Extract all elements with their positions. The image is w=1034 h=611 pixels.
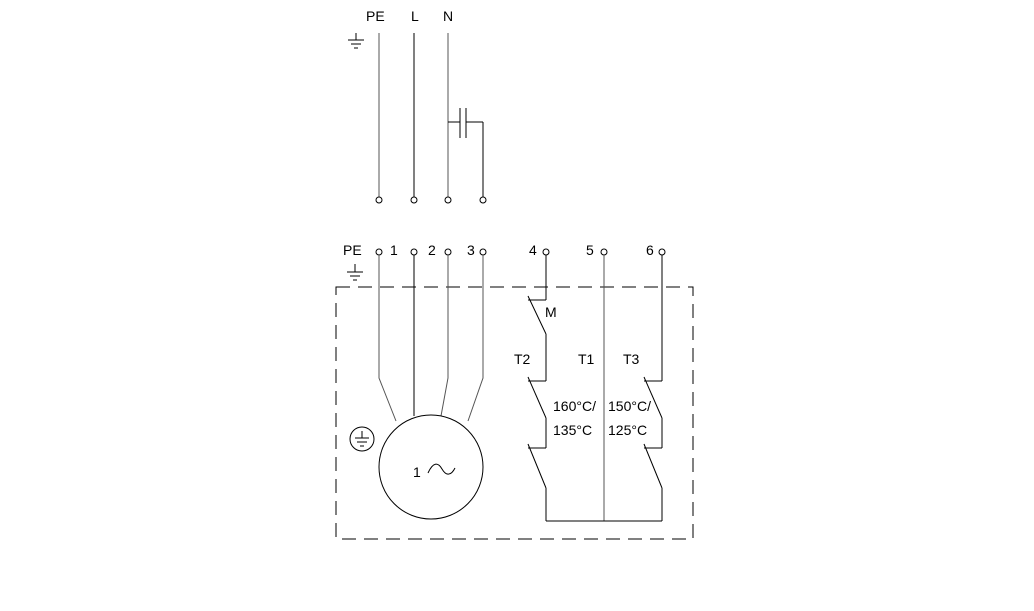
terminal-label-3: 3: [467, 242, 475, 258]
motor-enclosure: [335, 286, 694, 540]
terminal-label-pe: PE: [343, 242, 362, 258]
terminal-label-4: 4: [529, 242, 537, 258]
capacitor-icon: [448, 108, 484, 197]
t2-temp-line2: 135°C: [553, 422, 592, 438]
t2-temp-line1: 160°C/: [553, 398, 596, 414]
t3-temp-line2: 125°C: [608, 422, 647, 438]
supply-label-l: L: [411, 8, 419, 24]
terminal-pe: [375, 248, 383, 256]
protective-earth-icon: [349, 426, 375, 452]
terminal-1: [410, 248, 418, 256]
supply-label-n: N: [443, 8, 453, 24]
switch-m-label: M: [545, 304, 557, 320]
supply-terminal-n: [444, 196, 452, 204]
thermal-circuit-4: [527, 255, 547, 521]
motor-lead-2: [440, 255, 449, 417]
terminal-3: [479, 248, 487, 256]
supply-terminal-pe: [375, 196, 383, 204]
ac-tilde-icon: [427, 463, 456, 475]
t3-temp-line1: 150°C/: [608, 398, 651, 414]
thermostat-t2-label: T2: [514, 351, 531, 367]
terminal-label-5: 5: [586, 242, 594, 258]
supply-label-pe: PE: [366, 8, 385, 24]
motor-label: 1: [413, 464, 421, 480]
terminal-4: [542, 248, 550, 256]
terminal-ground-icon: [347, 264, 363, 281]
supply-terminal-capacitor: [479, 196, 487, 204]
thermostat-t1-label: T1: [578, 351, 595, 367]
terminal-label-6: 6: [646, 242, 654, 258]
terminal-6: [658, 248, 666, 256]
supply-ground-icon: [348, 33, 364, 49]
thermostat-t3-label: T3: [623, 351, 640, 367]
thermal-circuit-6: [643, 255, 663, 521]
terminal-2: [444, 248, 452, 256]
terminal-5: [600, 248, 608, 256]
terminal-label-2: 2: [428, 242, 436, 258]
motor-circle: [378, 414, 484, 520]
supply-terminal-l: [410, 196, 418, 204]
motor-lead-pe: [378, 255, 397, 422]
motor-lead-3: [467, 255, 484, 422]
terminal-label-1: 1: [390, 242, 398, 258]
